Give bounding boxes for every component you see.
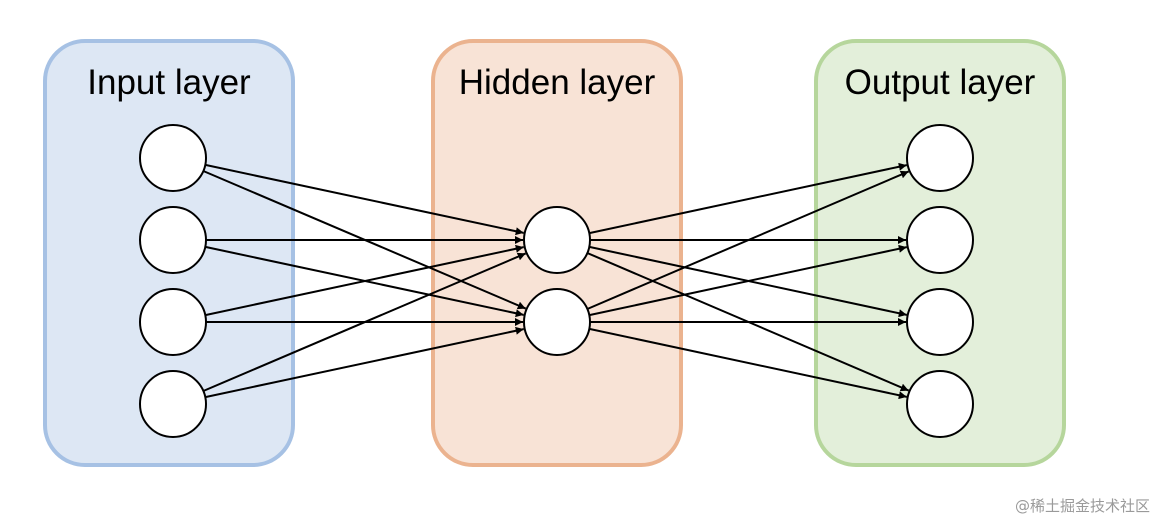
input-node-2 [139,206,207,274]
output-node-4 [906,370,974,438]
input-node-3 [139,288,207,356]
edge-input-1-to-hidden-1 [205,163,524,236]
output-node-2 [906,206,974,274]
edge-input-4-to-hidden-2 [205,326,524,399]
output-node-3 [906,288,974,356]
nodes-group [139,124,974,438]
output-layer-title: Output layer [845,63,1036,102]
edge-hidden-2-to-output-2 [589,244,908,317]
edge-hidden-1-to-output-1 [589,162,908,235]
input-layer-title: Input layer [87,63,251,102]
watermark-text: @稀土掘金技术社区 [1014,497,1150,515]
edge-hidden-2-to-output-1 [586,170,910,310]
connections-group [202,162,910,400]
output-node-1 [906,124,974,192]
edge-input-3-to-hidden-1 [205,244,524,317]
edge-hidden-2-to-output-4 [589,327,908,400]
hidden-layer-title: Hidden layer [459,63,656,102]
input-node-4 [139,370,207,438]
edge-input-4-to-hidden-1 [202,252,527,392]
hidden-node-2 [523,288,591,356]
hidden-node-1 [523,206,591,274]
input-node-1 [139,124,207,192]
